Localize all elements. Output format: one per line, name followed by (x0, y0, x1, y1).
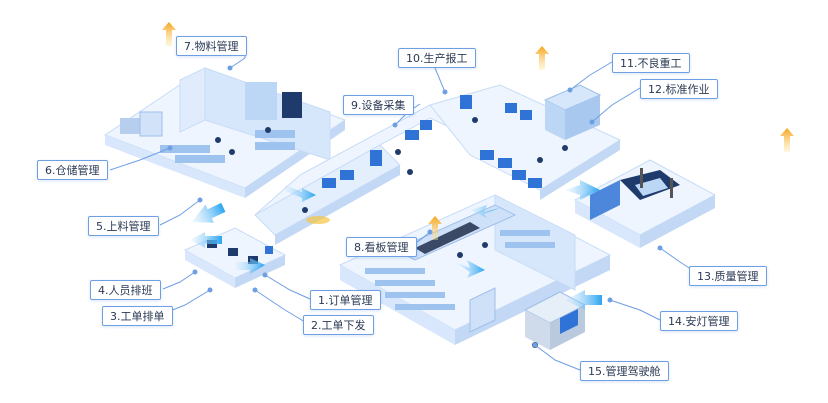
up-arrow-icon (780, 128, 794, 152)
production-platform (254, 84, 622, 245)
label-material-management: 7.物料管理 (176, 36, 247, 56)
warehouse-platform (103, 67, 347, 198)
leader-dots (167, 65, 663, 348)
label-defect-rework: 11.不良重工 (612, 53, 690, 73)
label-kanban-management: 8.看板管理 (346, 237, 417, 257)
up-arrow-icon (162, 22, 176, 46)
label-feeding-management: 5.上料管理 (88, 216, 159, 236)
quality-room-platform (573, 159, 717, 248)
label-andon-management: 14.安灯管理 (660, 311, 738, 331)
label-equipment-collection: 9.设备采集 (343, 95, 414, 115)
label-work-order-dispatch: 2.工单下发 (303, 315, 374, 335)
label-quality-management: 13.质量管理 (689, 266, 767, 286)
label-standard-operation: 12.标准作业 (640, 79, 718, 99)
workshop-platform (338, 194, 612, 350)
label-warehouse-management: 6.仓储管理 (37, 160, 108, 180)
label-management-cockpit: 15.管理驾驶舱 (580, 361, 669, 381)
up-arrow-icons (162, 22, 794, 240)
flow-arrows (190, 180, 602, 310)
label-staff-scheduling: 4.人员排班 (90, 280, 161, 300)
label-work-order-scheduling: 3.工单排单 (102, 306, 173, 326)
up-arrow-icon (428, 216, 442, 240)
up-arrow-icon (535, 46, 549, 70)
label-order-management: 1.订单管理 (310, 290, 381, 310)
label-production-reporting: 10.生产报工 (398, 48, 476, 68)
